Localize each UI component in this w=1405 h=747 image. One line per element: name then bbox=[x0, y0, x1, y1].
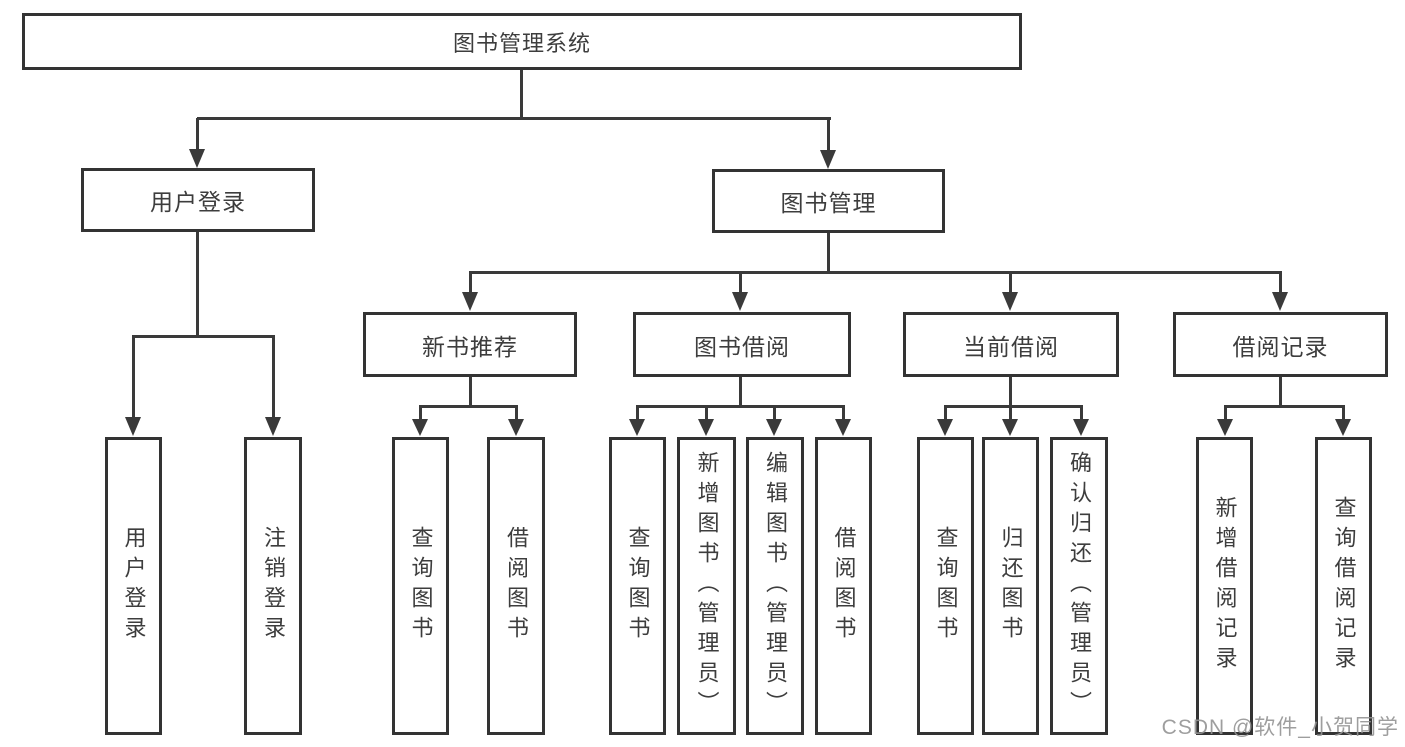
leaf-query-books-recommend: 查询图书 bbox=[392, 437, 449, 735]
csdn-watermark: CSDN @软件_小贺同学 bbox=[1161, 716, 1399, 739]
leaf-edit-books-admin: 编辑图书（管理员） bbox=[746, 437, 804, 735]
node-label: 图书管理 bbox=[780, 190, 877, 216]
arrow-down-icon bbox=[766, 406, 782, 436]
node-label: 图书借阅 bbox=[694, 333, 790, 360]
arrow-down-icon bbox=[1217, 406, 1233, 436]
arrow-down-icon bbox=[820, 118, 836, 169]
arrow-down-icon bbox=[265, 336, 281, 436]
arrow-down-icon bbox=[1335, 406, 1351, 436]
leaf-add-books-admin: 新增图书（管理员） bbox=[677, 437, 736, 735]
node-library-system: 图书管理系统 bbox=[22, 13, 1022, 70]
leaf-borrow-books-recommend: 借阅图书 bbox=[487, 437, 545, 735]
node-new-book-recommendation: 新书推荐 bbox=[363, 312, 577, 377]
arrow-down-icon bbox=[125, 336, 141, 436]
arrow-down-icon bbox=[189, 118, 205, 168]
node-user-login: 用户登录 bbox=[81, 168, 315, 232]
connector-line bbox=[197, 117, 831, 120]
arrow-down-icon bbox=[508, 406, 524, 436]
node-label: 归还图书 bbox=[998, 526, 1024, 646]
arrow-down-icon bbox=[1002, 406, 1018, 436]
leaf-query-books-current: 查询图书 bbox=[917, 437, 974, 735]
arrow-down-icon bbox=[629, 406, 645, 436]
node-label: 借阅图书 bbox=[504, 526, 529, 646]
arrow-down-icon bbox=[937, 406, 953, 436]
leaf-query-books-borrowing: 查询图书 bbox=[609, 437, 666, 735]
node-label: 用户登录 bbox=[121, 526, 147, 646]
node-label: 借阅图书 bbox=[831, 526, 857, 646]
leaf-return-books: 归还图书 bbox=[982, 437, 1039, 735]
arrow-down-icon bbox=[412, 406, 428, 436]
arrow-down-icon bbox=[1272, 272, 1288, 311]
connector-line bbox=[132, 335, 275, 338]
node-current-borrowing: 当前借阅 bbox=[903, 312, 1119, 377]
node-label: 借阅记录 bbox=[1232, 333, 1329, 360]
node-label: 新增借阅记录 bbox=[1212, 496, 1238, 676]
arrow-down-icon bbox=[698, 406, 714, 436]
connector-line bbox=[636, 405, 845, 408]
connector-line bbox=[1009, 377, 1012, 408]
connector-line bbox=[419, 405, 518, 408]
node-label: 用户登录 bbox=[150, 189, 246, 215]
leaf-borrow-books: 借阅图书 bbox=[815, 437, 872, 735]
arrow-down-icon bbox=[462, 272, 478, 311]
node-label: 查询图书 bbox=[625, 526, 651, 646]
node-label: 当前借阅 bbox=[963, 333, 1059, 360]
connector-line bbox=[1279, 377, 1282, 408]
node-label: 确认归还（管理员） bbox=[1067, 451, 1092, 721]
connector-line bbox=[469, 271, 1282, 274]
node-book-management: 图书管理 bbox=[712, 169, 945, 233]
node-borrowing-records: 借阅记录 bbox=[1173, 312, 1388, 377]
node-book-borrowing: 图书借阅 bbox=[633, 312, 851, 377]
arrow-down-icon bbox=[1002, 272, 1018, 311]
leaf-query-borrow-record: 查询借阅记录 bbox=[1315, 437, 1372, 735]
leaf-add-borrow-record: 新增借阅记录 bbox=[1196, 437, 1253, 735]
connector-line bbox=[1224, 405, 1345, 408]
connector-line bbox=[944, 405, 1083, 408]
node-label: 查询图书 bbox=[933, 526, 959, 646]
node-label: 查询图书 bbox=[408, 526, 434, 646]
connector-line bbox=[196, 232, 199, 338]
arrow-down-icon bbox=[732, 272, 748, 311]
arrow-down-icon bbox=[1073, 406, 1089, 436]
arrow-down-icon bbox=[835, 406, 851, 436]
leaf-confirm-return-admin: 确认归还（管理员） bbox=[1050, 437, 1108, 735]
connector-line bbox=[739, 377, 742, 408]
node-label: 查询借阅记录 bbox=[1331, 496, 1357, 676]
leaf-logout: 注销登录 bbox=[244, 437, 302, 735]
node-label: 新增图书（管理员） bbox=[694, 451, 720, 721]
connector-line bbox=[520, 70, 523, 119]
node-label: 注销登录 bbox=[261, 526, 286, 646]
node-label: 新书推荐 bbox=[422, 333, 518, 360]
connector-line bbox=[827, 233, 830, 274]
node-label: 图书管理系统 bbox=[452, 30, 591, 56]
node-label: 编辑图书（管理员） bbox=[763, 451, 788, 721]
leaf-user-login: 用户登录 bbox=[105, 437, 162, 735]
connector-line bbox=[469, 377, 472, 408]
